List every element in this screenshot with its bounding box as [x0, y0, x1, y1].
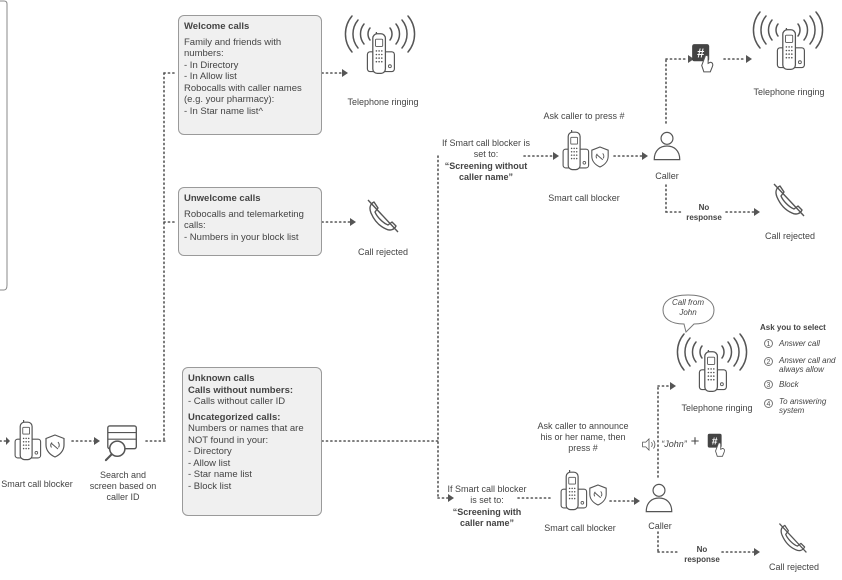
shield-icon [45, 434, 65, 458]
search-screen-label: Search and screen based on caller ID [89, 470, 157, 502]
unknown-line: - Directory [188, 446, 232, 457]
option-label: Answer call [779, 339, 820, 348]
welcome-line: Robocalls with caller names (e.g. your p… [184, 82, 302, 106]
option-number: 4 [764, 399, 773, 408]
option-number: 2 [764, 357, 773, 366]
top-blocker-label: Smart call blocker [548, 193, 620, 203]
unwelcome-title: Unwelcome calls [184, 193, 261, 204]
unknown-line: - Allow list [188, 457, 231, 469]
shield-icon [589, 484, 607, 506]
bottom-blocker-label: Smart call blocker [544, 523, 616, 533]
welcome-calls-box: Welcome calls Family and friends with nu… [178, 15, 322, 135]
bottom-ask-label: Ask caller to announce his or her name, … [537, 421, 629, 453]
phone-icon [14, 420, 42, 461]
option-label: Block [779, 380, 799, 389]
shield-icon [591, 146, 609, 168]
speech-bubble [662, 294, 715, 333]
welcome-line: - In Allow list [184, 71, 237, 82]
hash-key-icon [691, 43, 714, 73]
unknown-title: Unknown calls [188, 373, 255, 384]
option-number: 3 [764, 380, 773, 389]
welcome-line: Family and friends with numbers: [184, 36, 282, 60]
unknown-no-number-title: Calls without numbers: [188, 384, 294, 396]
phone-icon [562, 130, 590, 171]
unwelcome-line: - Numbers in your block list [184, 231, 299, 243]
top-caller-label: Caller [655, 171, 679, 181]
call-rejected-icon [778, 522, 808, 554]
top-rejected-label: Call rejected [764, 231, 816, 241]
top-ask-label: Ask caller to press # [543, 111, 625, 121]
ringing-phone-icon [366, 32, 396, 75]
option-label: Answer call and always allow [779, 356, 836, 374]
call-rejected-icon [367, 199, 399, 233]
unwelcome-calls-box: Unwelcome calls Robocalls and telemarket… [178, 187, 322, 256]
unknown-calls-box: Unknown calls Calls without numbers: - C… [182, 367, 322, 516]
call-rejected-icon [773, 183, 805, 217]
welcome-line: - In Directory [184, 59, 239, 71]
left-blocker-label: Smart call blocker [1, 479, 73, 489]
unknown-line: Numbers or names that are NOT found in y… [188, 423, 304, 446]
bottom-condition-prefix: If Smart call blocker is set to: [447, 484, 527, 505]
ringing-phone-icon [698, 350, 728, 393]
bottom-rejected-label: Call rejected [768, 562, 820, 572]
unwelcome-rejected-label: Call rejected [357, 247, 409, 257]
welcome-title: Welcome calls [184, 21, 250, 32]
top-no-response-label: No response [686, 203, 722, 222]
caller-icon [653, 131, 681, 161]
unknown-uncategorized-title: Uncategorized calls: [188, 411, 281, 423]
top-condition-mode: “Screening without caller name” [444, 161, 528, 182]
ask-select-title: Ask you to select [760, 323, 826, 332]
unknown-line: - Star name list [188, 469, 252, 480]
option-number: 1 [764, 339, 773, 348]
bottom-ringing-label: Telephone ringing [681, 403, 753, 413]
top-ringing-label: Telephone ringing [753, 87, 825, 97]
plus-sign: + [690, 433, 700, 450]
bottom-condition-mode: “Screening with caller name” [452, 507, 522, 528]
welcome-ringing-label: Telephone ringing [347, 97, 419, 107]
top-condition-prefix: If Smart call blocker is set to: [441, 138, 531, 159]
unwelcome-line: Robocalls and telemarketing calls: [184, 208, 304, 232]
bottom-no-response-label: No response [684, 545, 720, 564]
unknown-line: - Calls without caller ID [188, 396, 286, 407]
speech-bubble-text: Call from John [671, 298, 704, 317]
speaker-icon [642, 438, 656, 451]
announce-name-label: “John” [661, 439, 687, 449]
hash-key-icon [707, 433, 725, 457]
option-label: To answering system [779, 397, 827, 415]
search-screen-icon [104, 424, 138, 462]
phone-icon [560, 470, 588, 511]
caller-icon [645, 483, 673, 513]
unknown-line: - Block list [188, 480, 232, 492]
bottom-caller-label: Caller [648, 521, 672, 531]
welcome-line: - In Star name list^ [184, 105, 263, 117]
